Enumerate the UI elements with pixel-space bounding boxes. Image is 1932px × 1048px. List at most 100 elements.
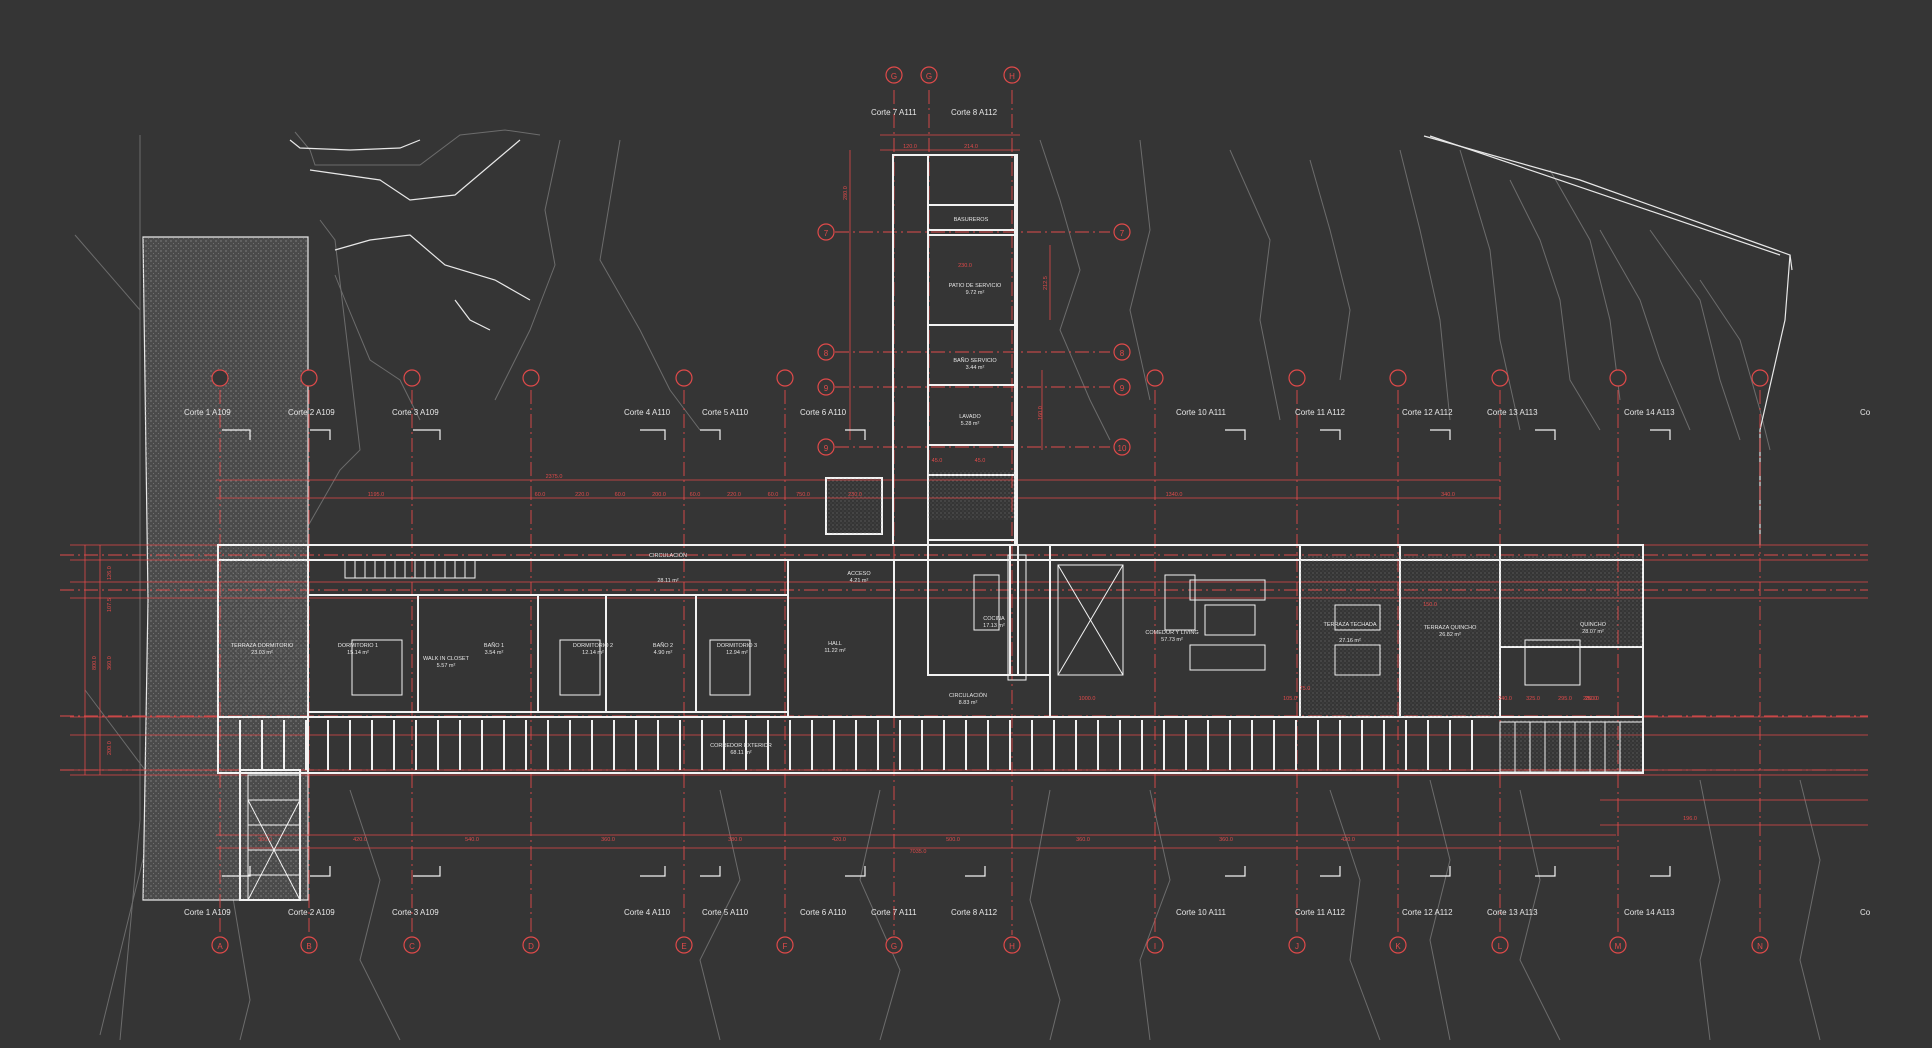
dimension-text: 540.0 (465, 837, 479, 843)
dimension-text: 1000.0 (1079, 696, 1096, 702)
dimension-text: 280.0 (1583, 696, 1597, 702)
dimension-text: 380.0 (728, 837, 742, 843)
axis-label: A (217, 942, 223, 951)
room-cocina: COCINA (983, 616, 1005, 622)
dimension-text: 160.0 (1038, 406, 1044, 420)
axis-label: J (1295, 942, 1299, 951)
section-label: Corte 13 A113 (1487, 408, 1538, 417)
axis-label: I (1154, 942, 1156, 951)
terrace-slabs (218, 470, 1643, 772)
dimension-text: 214.0 (964, 144, 978, 150)
section-label: Co (1860, 408, 1871, 417)
section-label: Corte 14 A113 (1624, 408, 1675, 417)
dimension-text: 280.0 (843, 186, 849, 200)
section-label: Corte 11 A112 (1295, 908, 1346, 917)
room-area: 4.90 m² (654, 650, 673, 656)
section-label: Corte 2 A109 (288, 408, 335, 417)
room-area: 3.54 m² (485, 650, 504, 656)
room-circulacion: CIRCULACIÓN (649, 552, 687, 559)
dimension-text: 230.0 (958, 263, 972, 269)
dimension-text: 200.0 (652, 492, 666, 498)
room-walk-in-closet: WALK IN CLOSET (423, 656, 470, 662)
dimension-text: 200.0 (107, 741, 113, 755)
room-area: 27.16 m² (1339, 638, 1361, 644)
room-area: 57.73 m² (1161, 637, 1183, 643)
dimension-text: 420.0 (832, 837, 846, 843)
dimension-text: 800.0 (92, 656, 98, 670)
axis-label: F (783, 942, 788, 951)
room-area: 9.72 m² (966, 290, 985, 296)
axis-label: C (409, 942, 415, 951)
section-markers (222, 429, 1671, 877)
section-label: Corte 4 A110 (624, 408, 671, 417)
dimension-text: 360.0 (1219, 837, 1233, 843)
room-circulacion-2: CIRCULACIÓN (949, 692, 987, 699)
room-lavado: LAVADO (959, 414, 981, 420)
axis-label: 9 (1120, 384, 1125, 393)
section-label: Corte 3 A109 (392, 408, 439, 417)
axis-label: H (1009, 942, 1015, 951)
room-area: 68.11 m² (730, 750, 751, 756)
dimension-text: 500.0 (946, 837, 960, 843)
room-area: 4.21 m² (850, 578, 869, 584)
room-area: 5.28 m² (961, 421, 980, 427)
section-label: Corte 3 A109 (392, 908, 439, 917)
dimension-text: 250.0 (1585, 696, 1599, 702)
dimension-text: 120.0 (903, 144, 917, 150)
room-area: 5.57 m² (437, 663, 456, 669)
axis-label: B (306, 942, 311, 951)
grid-bubbles (211, 66, 1769, 954)
room-hall: HALL (828, 641, 842, 647)
dimension-text: 75.0 (1300, 686, 1311, 692)
dimension-text: 420.0 (353, 837, 367, 843)
room-area: 15.14 m² (347, 650, 369, 656)
axis-label: E (681, 942, 686, 951)
section-label: Corte 5 A110 (702, 408, 749, 417)
room-dormitorio-3: DORMITORIO 3 (717, 643, 757, 649)
axis-label: G (891, 72, 897, 81)
room-basureros: BASUREROS (954, 217, 989, 223)
dimension-text: 105.0 (1283, 696, 1297, 702)
axis-label: N (1757, 942, 1763, 951)
dimension-text: 420.0 (1341, 837, 1355, 843)
room-patio-servicio: PATIO DE SERVICIO (949, 283, 1002, 289)
section-label: Corte 8 A112 (951, 908, 998, 917)
dimension-text: 150.0 (1423, 602, 1437, 608)
dimension-text: 1195.0 (368, 492, 384, 498)
axis-label: H (1009, 72, 1015, 81)
dimension-text: 196.0 (1683, 816, 1697, 822)
section-label: Corte 12 A112 (1402, 908, 1453, 917)
dimension-text: 325.0 (1526, 696, 1540, 702)
dimension-text: 60.0 (690, 492, 701, 498)
axis-label: 7 (1120, 229, 1125, 238)
section-label: Corte 14 A113 (1624, 908, 1675, 917)
room-corredor-exterior: CORREDOR EXTERIOR (710, 743, 772, 749)
dimension-text: 212.5 (1043, 276, 1049, 290)
corridor-railing (239, 720, 1473, 770)
dimension-text: 60.0 (535, 492, 546, 498)
room-quincho: QUINCHO (1580, 622, 1607, 628)
room-area: 28.07 m² (1582, 629, 1604, 635)
room-dormitorio-2: DORMITORIO 2 (573, 643, 613, 649)
room-area: 12.14 m² (582, 650, 604, 656)
section-label: Corte 11 A112 (1295, 408, 1346, 417)
dimension-text: 1340.0 (1166, 492, 1183, 498)
room-comedor-living: COMEDOR Y LIVING (1145, 630, 1198, 636)
room-terraza-techada: TERRAZA TECHADA (1323, 622, 1376, 628)
dimension-text: 2375.0 (546, 474, 563, 480)
building-walls (217, 154, 1644, 901)
dimension-text: 60.0 (768, 492, 779, 498)
section-label: Co (1860, 908, 1871, 917)
axis-label: 8 (824, 349, 829, 358)
room-area: 8.83 m² (959, 700, 978, 706)
dimension-text: 7035.0 (910, 849, 927, 855)
dimension-text: 750.0 (796, 492, 810, 498)
room-area: 12.94 m² (726, 650, 748, 656)
section-label: Corte 5 A110 (702, 908, 749, 917)
section-label: Corte 10 A111 (1176, 908, 1227, 917)
room-area: 23.03 m² (251, 650, 273, 656)
section-label: Corte 1 A109 (184, 408, 231, 417)
axis-label: G (926, 72, 932, 81)
dimension-text: 360.0 (107, 656, 113, 670)
